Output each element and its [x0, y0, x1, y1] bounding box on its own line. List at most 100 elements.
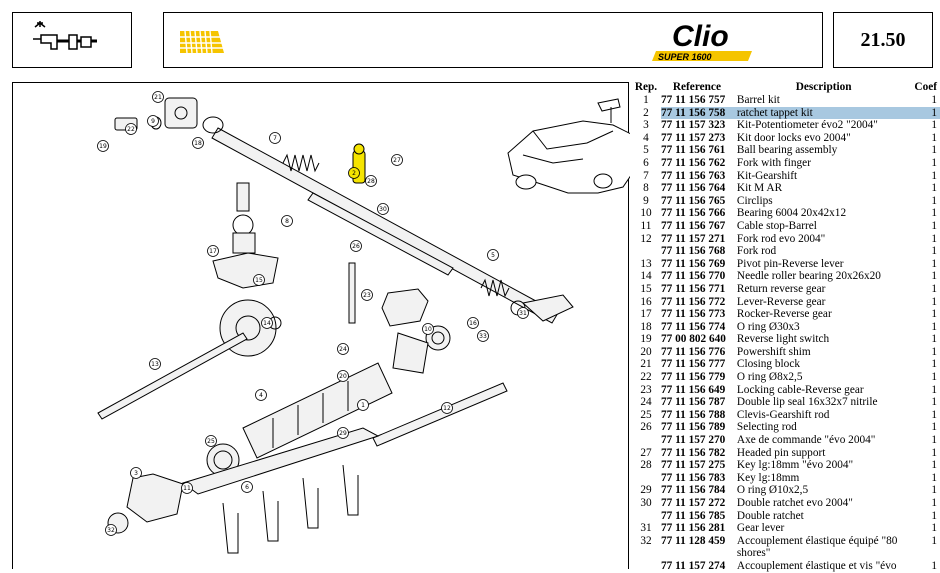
- callout-2: 2: [348, 167, 360, 179]
- cell-coef: 1: [931, 371, 937, 384]
- cell-description: Key lg:18mm "évo 2004": [736, 459, 854, 472]
- cell-coef: 1: [931, 396, 937, 409]
- spring-parts: [282, 153, 510, 298]
- cell-rep: 26: [640, 421, 652, 434]
- cell-coef: 1: [931, 245, 937, 258]
- svg-text:29: 29: [339, 430, 347, 437]
- cell-rep: 21: [640, 358, 652, 371]
- callout-11: 11: [181, 482, 193, 494]
- cell-description: Bearing 6004 20x42x12: [736, 207, 847, 220]
- svg-text:6: 6: [245, 484, 249, 491]
- cell-description: Closing block: [736, 358, 800, 371]
- cell-rep: 5: [643, 144, 649, 157]
- svg-text:19: 19: [99, 143, 107, 150]
- cell-reference: 77 11 156 649: [660, 383, 726, 396]
- callout-17: 17: [207, 245, 219, 257]
- brand-logo: Clio: [672, 20, 729, 53]
- callout-6: 6: [241, 481, 253, 493]
- cell-description: Pivot pin-Reverse lever: [736, 257, 844, 270]
- cell-rep: 18: [640, 320, 652, 333]
- cell-description: Lever-Reverse gear: [736, 295, 826, 308]
- gearbox-fork-icon: [33, 21, 97, 50]
- page-number-box: 21.50: [833, 12, 933, 68]
- cell-rep: [631, 472, 661, 485]
- svg-text:14: 14: [263, 320, 271, 327]
- cell-coef: 1: [931, 270, 937, 283]
- cell-coef: 1: [931, 559, 937, 572]
- cell-reference: 77 11 157 271: [660, 232, 726, 245]
- callout-26: 26: [350, 240, 362, 252]
- cell-coef: 1: [931, 534, 937, 547]
- svg-text:13: 13: [151, 361, 159, 368]
- cell-reference: 77 11 157 274: [660, 559, 726, 572]
- cell-coef: 1: [931, 497, 937, 509]
- cell-coef: 1: [931, 421, 937, 434]
- cell-coef: 1: [931, 257, 937, 270]
- cell-coef: 1: [931, 333, 937, 346]
- callout-4: 4: [255, 389, 267, 401]
- cell-rep: 20: [640, 345, 652, 358]
- cell-description: Powershift shim: [736, 345, 811, 358]
- callout-7: 7: [269, 132, 281, 144]
- cell-reference: 77 11 156 772: [660, 295, 726, 308]
- cell-description: Headed pin support: [736, 446, 826, 459]
- col-header-desc: Description: [795, 80, 852, 93]
- cell-coef: 1: [931, 434, 937, 447]
- cell-reference: 77 11 156 774: [660, 320, 726, 333]
- cell-reference: 77 11 156 763: [660, 169, 726, 182]
- cell-rep: 14: [640, 270, 652, 283]
- cell-description: Accouplement élastique et vis "évo: [736, 559, 897, 572]
- cell-description: O ring Ø10x2,5: [736, 484, 809, 497]
- svg-text:30: 30: [379, 206, 387, 213]
- cell-description: Kit-Gearshift: [736, 169, 798, 182]
- callout-16: 16: [467, 317, 479, 329]
- cell-reference: 77 11 156 767: [660, 219, 726, 232]
- callout-22: 22: [125, 123, 137, 135]
- cell-coef: 1: [931, 358, 937, 371]
- cell-reference: 77 11 156 779: [660, 371, 726, 384]
- cell-reference: 77 11 156 758: [660, 106, 733, 120]
- reverse-parts: [348, 262, 574, 374]
- table-row[interactable]: 77 11 157 274 Accouplement élastique et v…: [631, 560, 940, 573]
- cell-description: Fork rod: [736, 245, 777, 258]
- cell-coef: 1: [931, 471, 937, 484]
- cell-description: Fork rod evo 2004": [736, 232, 826, 245]
- cell-coef: 1: [931, 308, 937, 321]
